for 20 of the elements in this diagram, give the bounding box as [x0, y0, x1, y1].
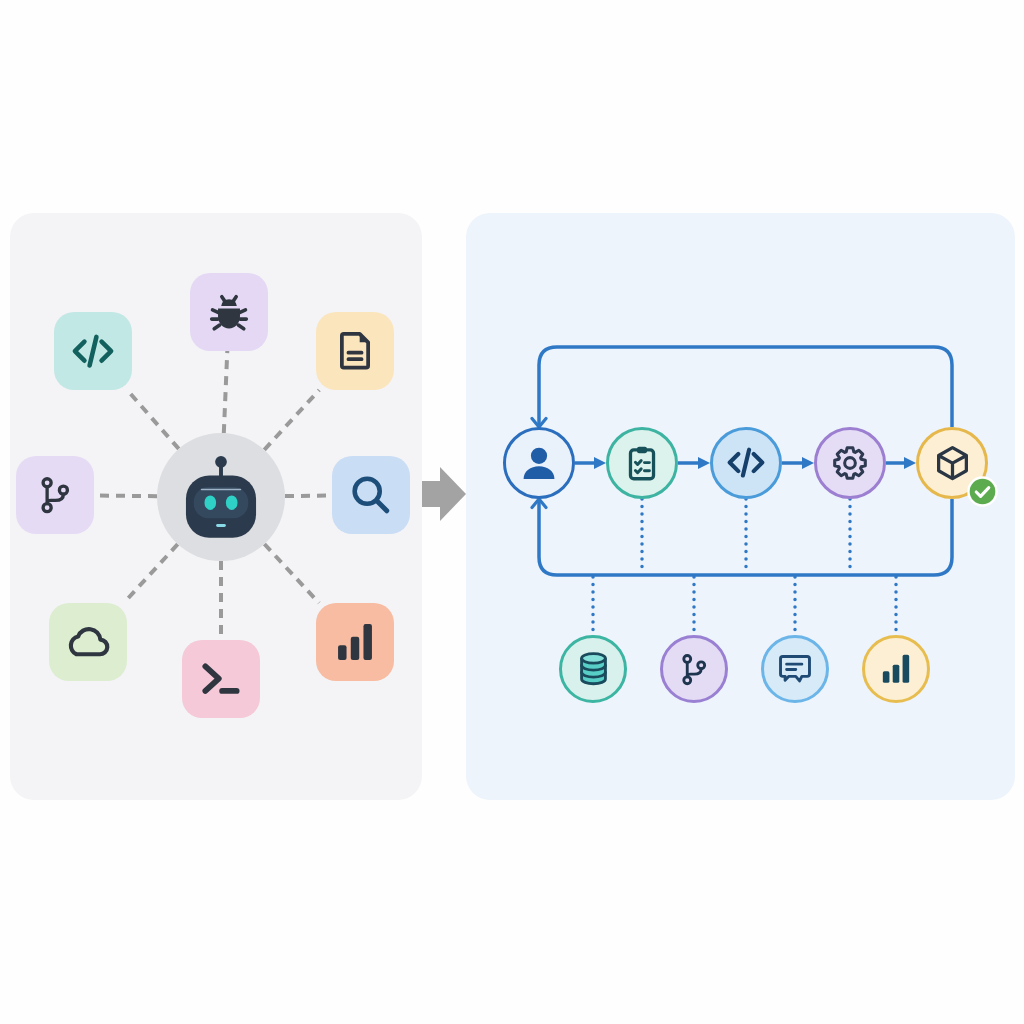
- block-arrow: [422, 467, 466, 521]
- arrow: [886, 457, 916, 469]
- tool-tile: [316, 603, 394, 681]
- dashed-line: [262, 542, 321, 605]
- panel: [466, 213, 1015, 800]
- tool-tile: [54, 312, 132, 390]
- tool-tile: [182, 640, 260, 718]
- arrow: [782, 457, 814, 469]
- tool-tile: [316, 312, 394, 390]
- tool-tile: [49, 603, 127, 681]
- tool-tile: [16, 456, 94, 534]
- tool-tile: [190, 273, 268, 351]
- loop-arrow: [530, 345, 954, 429]
- panel: [10, 213, 422, 800]
- arrow: [575, 457, 606, 469]
- dashed-line: [262, 388, 321, 452]
- loop-arrow: [530, 497, 954, 577]
- dashed-line: [221, 350, 230, 434]
- arrow: [678, 457, 710, 469]
- tool-tile: [332, 456, 410, 534]
